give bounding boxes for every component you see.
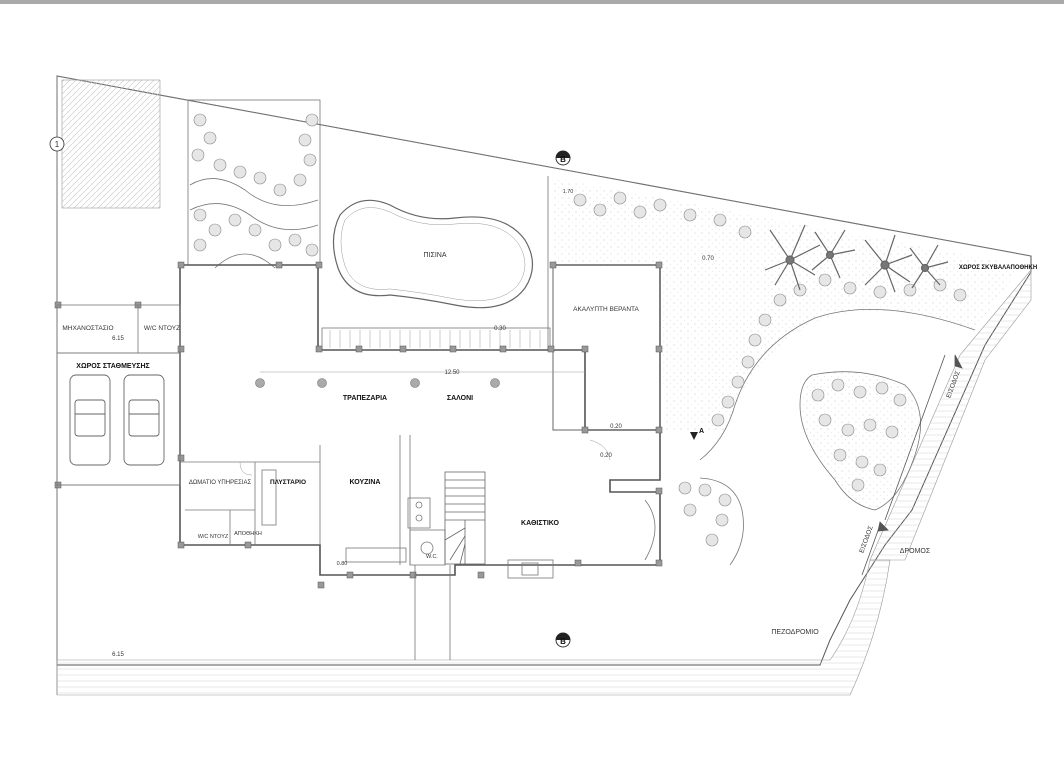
staff-wing (180, 445, 321, 545)
label-storage: ΑΠΟΘΗΚΗ (234, 531, 262, 537)
parked-car-2 (123, 374, 165, 466)
axis-1-label: 1 (55, 140, 60, 149)
garden-path-curve-2 (189, 203, 319, 231)
door-swing-staff (239, 461, 253, 476)
section-marker-a: A (690, 428, 704, 440)
label-kitchen: ΚΟΥΖΙΝΑ (350, 479, 381, 486)
label-open-veranda: ΑΚΑΛΥΠΤΗ ΒΕΡΑΝΤΑ (573, 306, 639, 313)
axis-marker-1: 1 (49, 136, 65, 152)
dim-kitchen-wall: 0.80 (337, 561, 348, 567)
label-laundry: ΠΛΥΣΤΑΡΙΟ (270, 479, 306, 486)
label-pool: ΠΙΣΙΝΑ (424, 252, 447, 259)
label-waste-store: ΧΩΡΟΣ ΣΚΥΒΑΛΑΠΟΘΗΚΗ (959, 265, 1037, 271)
tree-1 (764, 224, 821, 291)
roundabout-island (799, 371, 921, 511)
living-columns (255, 378, 500, 388)
section-marker-b-bottom: B (555, 632, 571, 648)
label-staff-room: ΔΩΜΑΤΙΟ ΥΠΗΡΕΣΙΑΣ (189, 480, 252, 486)
section-b-bottom-label: B (560, 637, 566, 646)
label-road: ΔΡΟΜΟΣ (900, 548, 931, 555)
driveway-curve-inner (699, 477, 744, 566)
dim-terrace: 0.30 (494, 326, 506, 332)
kitchen-counters (345, 435, 446, 566)
dim-living-span: 12.50 (444, 370, 460, 376)
entrance-marker-1 (884, 354, 963, 521)
parked-car-1 (69, 374, 111, 466)
label-entrance-2: ΕΙΣΟΔΟΣ (858, 525, 874, 554)
label-dining: ΤΡΑΠΕΖΑΡΙΑ (343, 395, 387, 402)
section-b-top-label: B (560, 155, 566, 164)
veranda-outline (552, 264, 661, 431)
pool-outline (332, 199, 534, 309)
paving-hatch-top (61, 79, 161, 209)
fireplace (507, 559, 554, 579)
dim-bottom-left: 6.15 (112, 652, 124, 658)
service-block (56, 304, 181, 486)
staircase (444, 471, 486, 565)
veranda-door-swing (589, 439, 611, 461)
curved-window (644, 499, 656, 561)
sidewalk-band (56, 559, 891, 696)
dim-machine-room: 6.15 (112, 336, 124, 342)
dim-garden: 0.70 (702, 256, 714, 262)
dim-top-corner: 1.70 (563, 189, 574, 195)
dim-veranda-edge: 0.20 (610, 424, 622, 430)
label-wc-shower-1: W/C ΝΤΟΥΖ (144, 325, 180, 332)
tree-3 (864, 234, 913, 293)
structural-posts (54, 261, 663, 589)
section-marker-b-top: B (555, 150, 571, 166)
terrace-balusters (329, 330, 541, 348)
label-wc: W.C. (426, 554, 438, 560)
label-wc-shower-2: W/C ΝΤΟΥΖ (198, 534, 229, 540)
label-sitting-room: ΚΑΘΙΣΤΙΚΟ (521, 520, 559, 527)
label-machine-room: ΜΗΧΑΝΟΣΤΑΣΙΟ (62, 325, 113, 332)
top-property-line (56, 75, 1032, 257)
garden-arch (214, 253, 276, 269)
garden-path-curve-1 (189, 178, 319, 206)
label-living: ΣΑΛΟΝΙ (447, 395, 473, 402)
dim-veranda-door: 0.20 (600, 453, 612, 459)
tree-2 (811, 229, 856, 279)
section-a-label: A (699, 428, 704, 435)
entrance-marker-2 (861, 521, 889, 576)
label-sidewalk: ΠΕΖΟΔΡΟΜΙΟ (771, 629, 819, 636)
window-top-border (0, 0, 1064, 4)
road-band (869, 269, 1032, 561)
label-parking: ΧΩΡΟΣ ΣΤΑΘΜΕΥΣΗΣ (76, 363, 149, 370)
driveway-curve-outer (699, 308, 976, 461)
tree-4 (909, 244, 949, 289)
